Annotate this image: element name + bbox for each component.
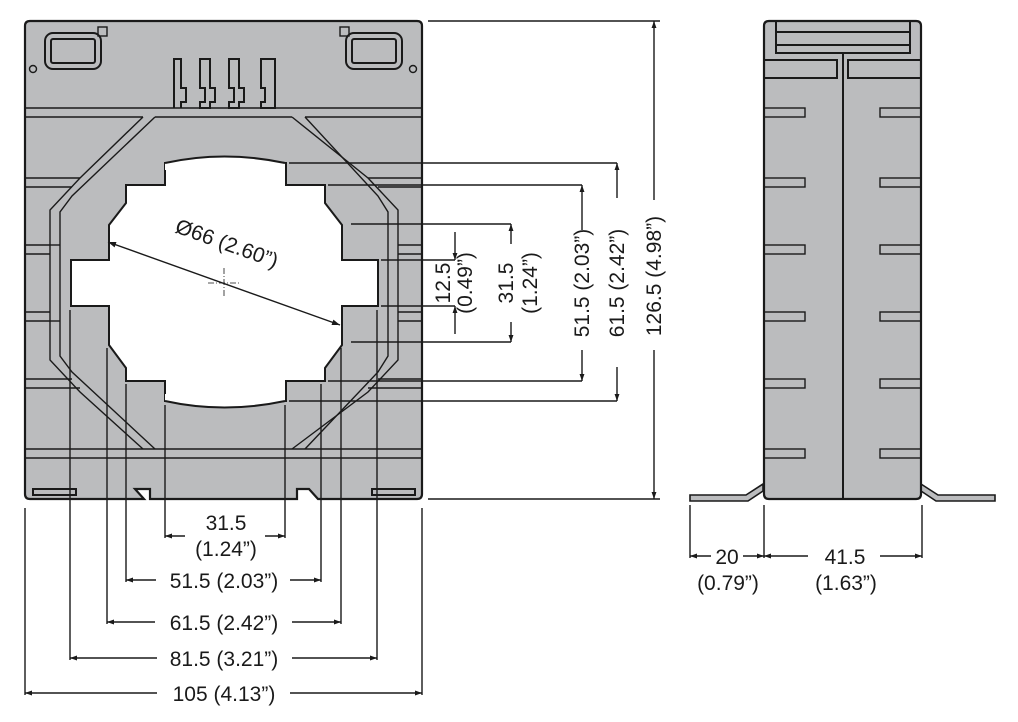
- dim-side-20-inch: (0.79”): [697, 572, 759, 595]
- dim-v-61-5: 61.5 (2.42”): [606, 229, 629, 338]
- dim-h-81-5: 81.5 (3.21”): [170, 648, 279, 671]
- dim-h-31-5-inch: (1.24”): [195, 538, 257, 561]
- dim-v-31-5: 31.5: [495, 263, 518, 304]
- dim-v-12-5: 12.5: [432, 263, 455, 304]
- dim-v-51-5: 51.5 (2.03”): [571, 229, 594, 338]
- vertical-dimensions: [289, 20, 660, 500]
- dim-side-41-5-inch: (1.63”): [815, 572, 877, 595]
- dim-v-12-5-inch: (0.49”): [454, 252, 477, 314]
- body-ribs: [25, 107, 422, 459]
- terminals: [173, 58, 276, 109]
- horizontal-dimensions: [24, 310, 423, 696]
- dim-side-41-5: 41.5: [825, 546, 866, 569]
- side-view: 20 (0.79”) 41.5 (1.63”): [689, 19, 996, 595]
- dim-h-105: 105 (4.13”): [173, 683, 276, 706]
- dim-h-31-5: 31.5: [206, 512, 247, 535]
- mounting-slot-left: [28, 26, 108, 74]
- dim-v-126-5: 126.5 (4.98”): [643, 216, 666, 336]
- dim-h-51-5: 51.5 (2.03”): [170, 570, 279, 593]
- foot-slot-right: [371, 488, 416, 496]
- side-dimensions: [689, 505, 923, 559]
- diameter-dimension-line: [107, 241, 341, 326]
- side-foot-right: [920, 482, 996, 502]
- mounting-slot-right: [339, 26, 418, 74]
- dim-h-61-5: 61.5 (2.42”): [170, 612, 279, 635]
- side-details: [763, 20, 922, 499]
- dim-v-31-5-inch: (1.24”): [519, 252, 542, 314]
- front-view: Ø66 (2.60”) 31.5 (1.24: [23, 19, 666, 706]
- dim-side-20: 20: [715, 546, 738, 569]
- side-foot-left: [689, 482, 764, 502]
- foot-slot-left: [32, 488, 77, 496]
